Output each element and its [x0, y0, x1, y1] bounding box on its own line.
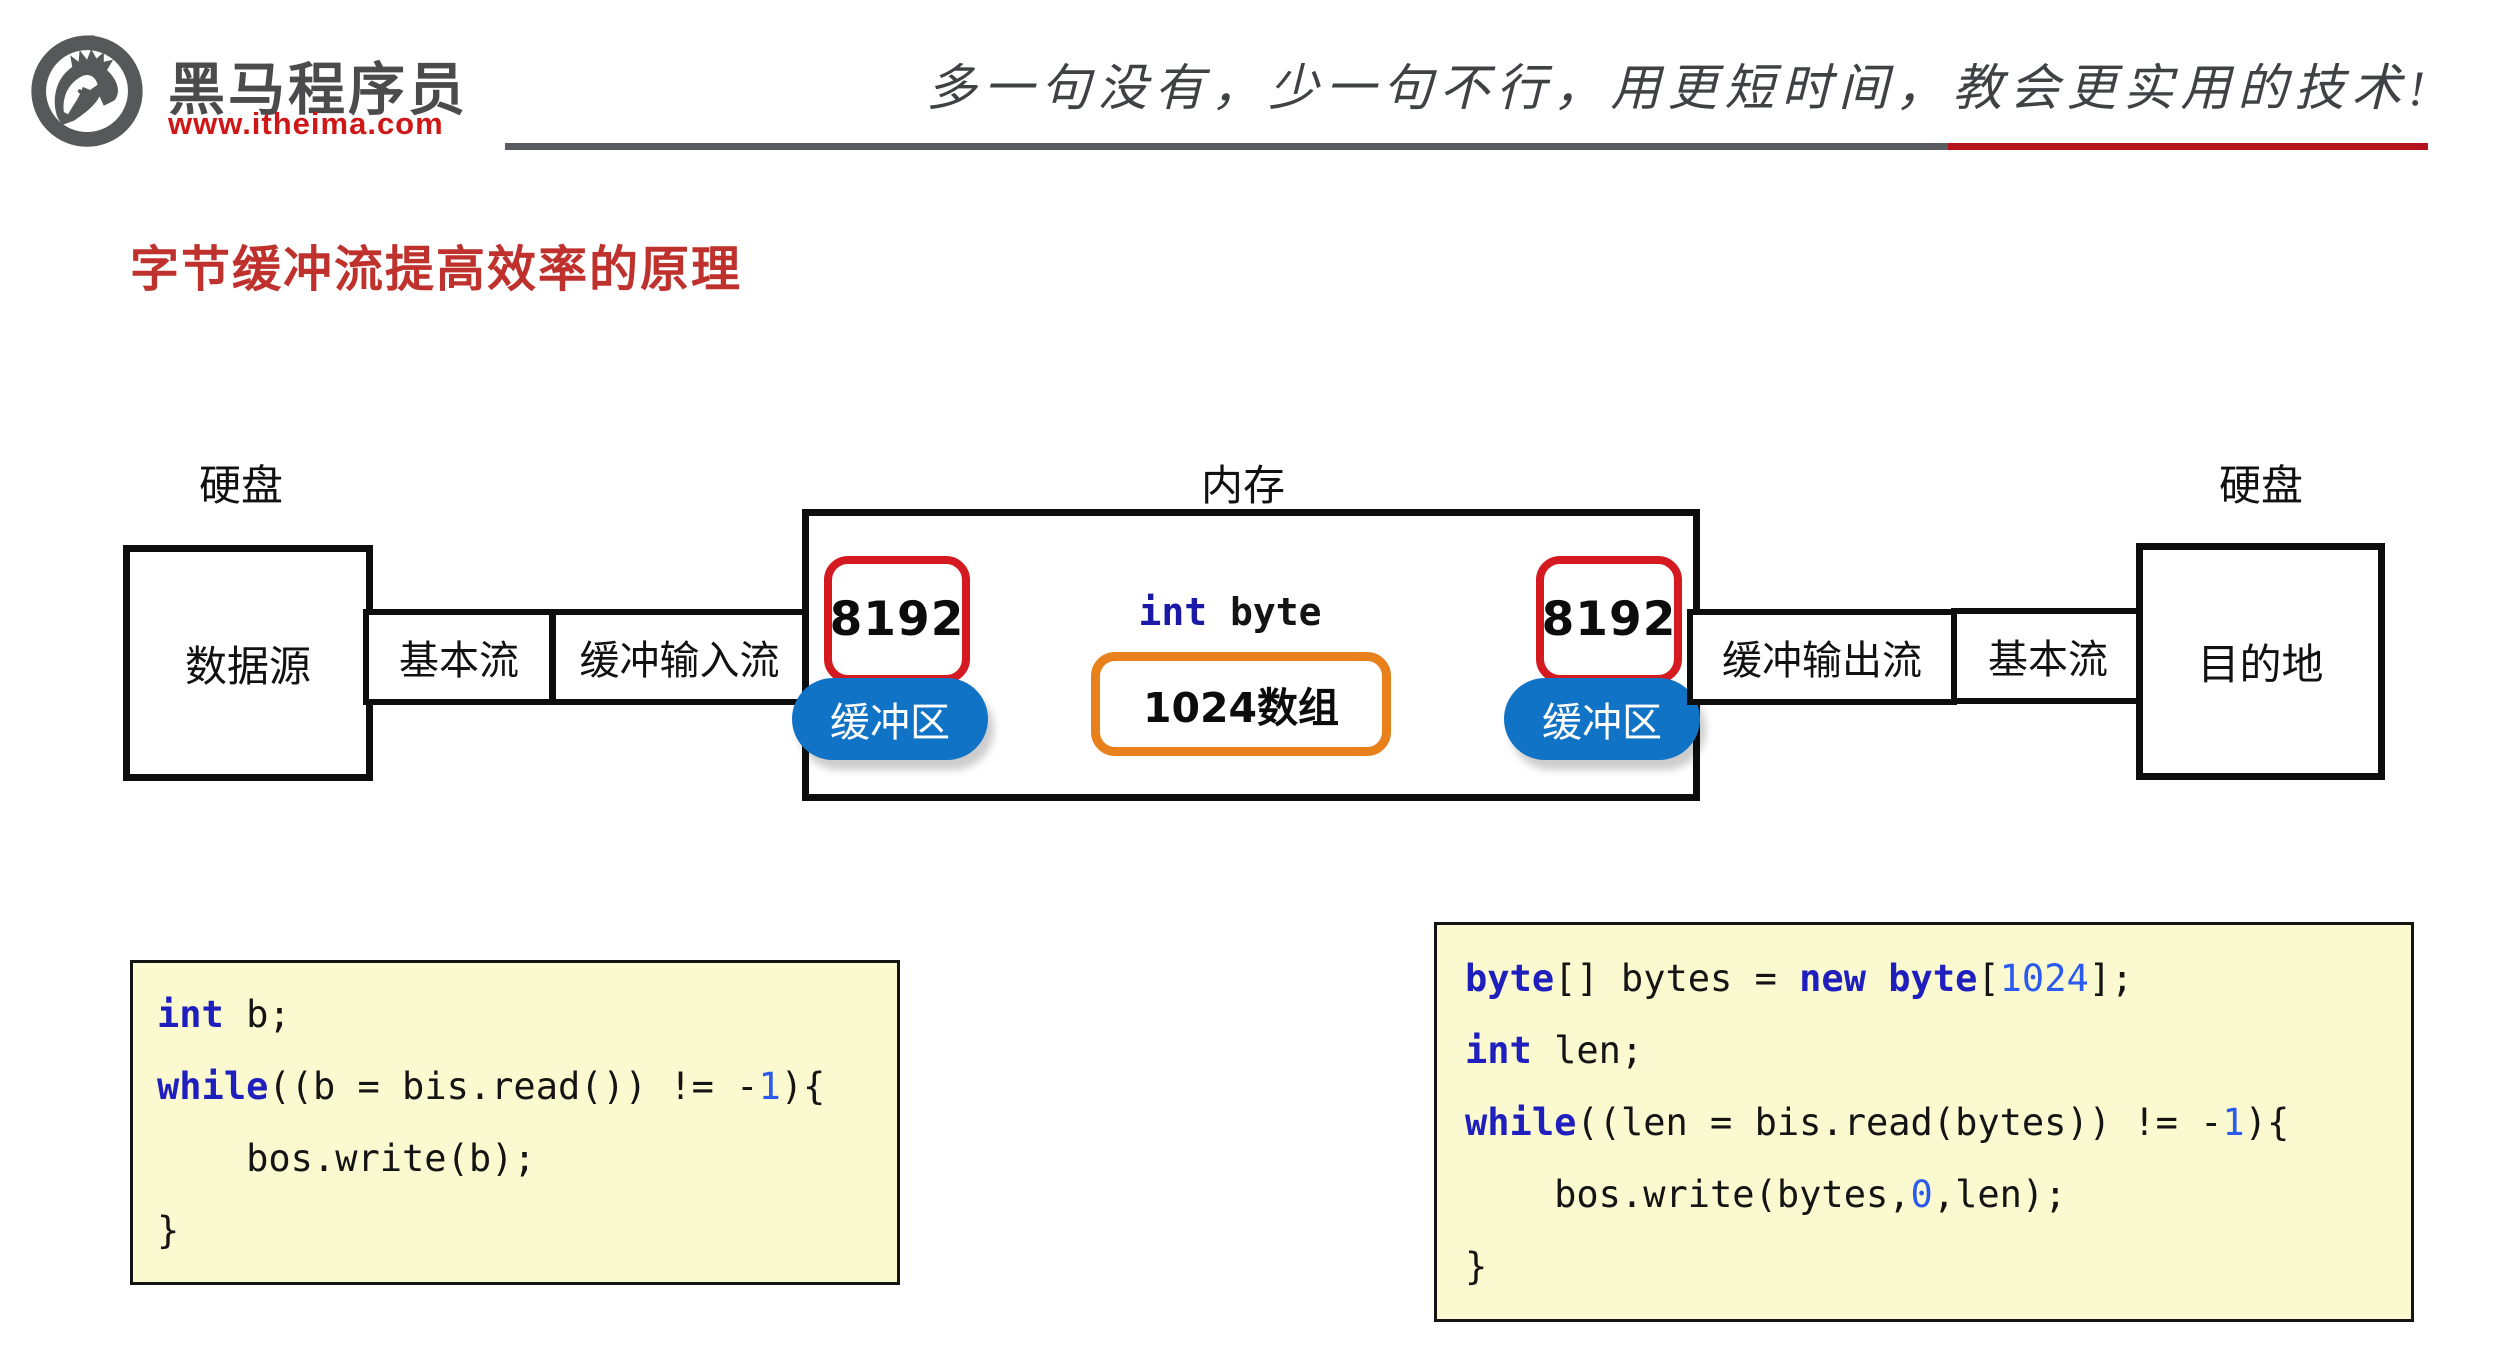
int-byte-label: int byte [1095, 590, 1365, 634]
int-keyword: int [1138, 590, 1208, 634]
code-text: bos.write(bytes, [1465, 1173, 1911, 1216]
code-text: } [157, 1209, 180, 1252]
buffered-input-stream-box: 缓冲输入流 [550, 609, 809, 705]
code-keyword: byte [1465, 957, 1555, 1000]
code-number: 1 [2222, 1101, 2245, 1144]
code-text: [] bytes = [1554, 957, 1800, 1000]
disk-left-label: 硬盘 [198, 462, 283, 509]
code-number: 0 [1910, 1173, 1933, 1216]
code-line: byte[] bytes = new byte[1024]; [1465, 943, 2411, 1015]
code-line: int len; [1465, 1015, 2411, 1087]
basic-stream-right-box: 基本流 [1951, 608, 2145, 704]
code-number: 1 [758, 1065, 781, 1108]
code-text: b; [223, 993, 291, 1036]
header-rule-red [1948, 143, 2428, 150]
code-keyword: byte [1888, 957, 1978, 1000]
code-text: ((len = bis.read(bytes)) != - [1576, 1101, 2223, 1144]
code-text: ]; [2088, 957, 2134, 1000]
brand-name: 黑马程序员 [168, 58, 468, 122]
code-box-array-loop: byte[] bytes = new byte[1024];int len;wh… [1434, 922, 2414, 1322]
code-number: 1024 [1999, 957, 2089, 1000]
horse-logo-icon [31, 35, 143, 147]
code-line: bos.write(bytes,0,len); [1465, 1159, 2411, 1231]
code-line: } [157, 1195, 897, 1267]
buffer-badge-right: 缓冲区 [1504, 678, 1700, 760]
buffered-output-stream-box: 缓冲输出流 [1687, 609, 1957, 705]
data-source-box: 数据源 [123, 545, 373, 781]
memory-label: 内存 [1200, 462, 1285, 509]
byte-word: byte [1207, 590, 1322, 634]
destination-box: 目的地 [2136, 543, 2385, 780]
basic-stream-left-box: 基本流 [363, 609, 555, 705]
code-line: } [1465, 1231, 2411, 1303]
code-text: ,len); [1932, 1173, 2067, 1216]
code-text: } [1465, 1245, 1488, 1288]
buffer-size-right-badge: 8192 [1536, 556, 1682, 683]
array-1024-box: 1024数组 [1091, 652, 1391, 756]
brand-url: www.itheima.com [168, 106, 444, 141]
buffer-badge-left: 缓冲区 [792, 678, 988, 760]
code-keyword: int [157, 993, 224, 1036]
code-text [1866, 957, 1888, 1000]
header-rule-gray [505, 143, 1948, 150]
code-line: while((len = bis.read(bytes)) != -1){ [1465, 1087, 2411, 1159]
code-box-byte-loop: int b;while((b = bis.read()) != -1){ bos… [130, 960, 900, 1285]
code-line: bos.write(b); [157, 1123, 897, 1195]
code-text: len; [1531, 1029, 1644, 1072]
code-text: ((b = bis.read()) != - [268, 1065, 759, 1108]
code-keyword: int [1465, 1029, 1532, 1072]
code-text: bos.write(b); [157, 1137, 536, 1180]
disk-right-label: 硬盘 [2218, 462, 2303, 509]
code-line: int b; [157, 979, 897, 1051]
code-text: ){ [2244, 1101, 2290, 1144]
buffer-size-left-badge: 8192 [824, 556, 970, 683]
code-text: [ [1977, 957, 2000, 1000]
code-keyword: while [157, 1065, 269, 1108]
code-keyword: new [1799, 957, 1866, 1000]
code-line: while((b = bis.read()) != -1){ [157, 1051, 897, 1123]
slogan-text: 多一句没有，少一句不行，用更短时间，教会更实用的技术! [926, 60, 2432, 116]
code-keyword: while [1465, 1101, 1577, 1144]
code-text: ){ [780, 1065, 826, 1108]
page-title: 字节缓冲流提高效率的原理 [130, 243, 743, 297]
